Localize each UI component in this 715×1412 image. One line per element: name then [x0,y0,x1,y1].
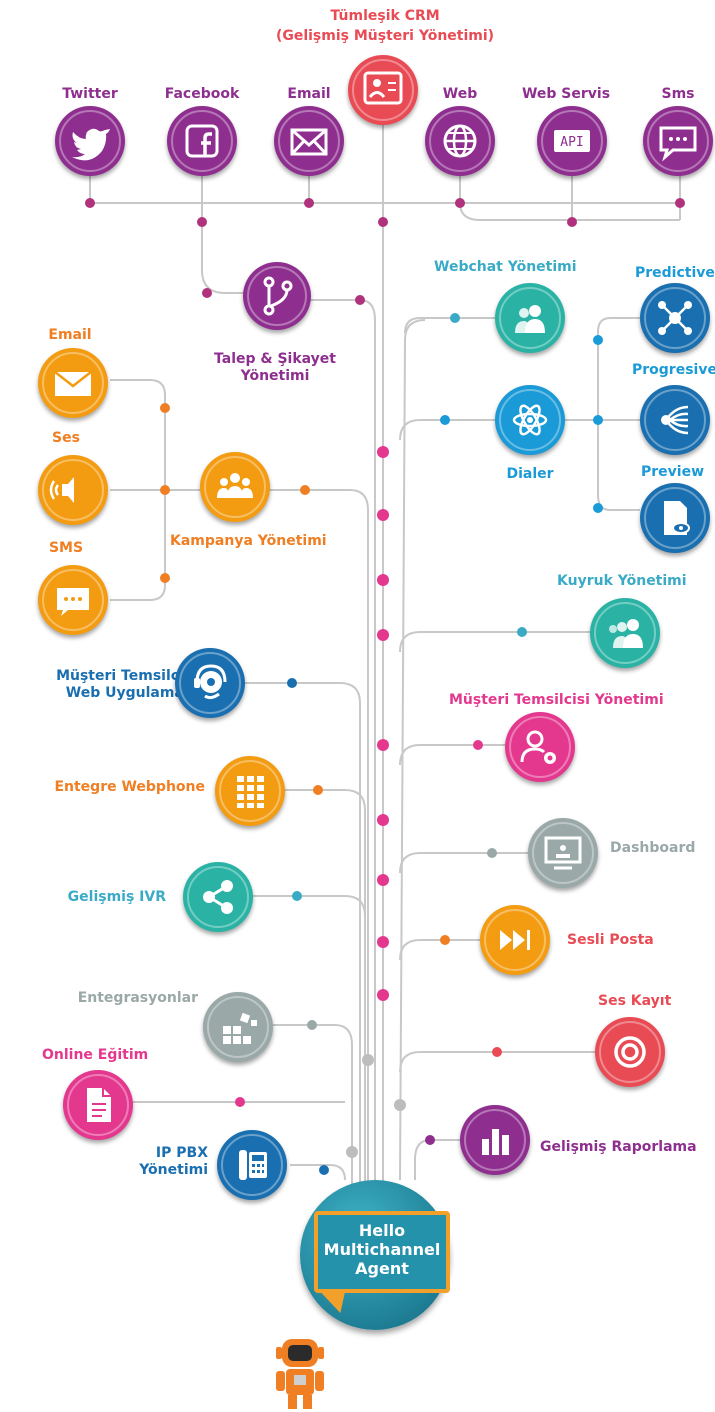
kampanya-sms-label: SMS [48,540,84,556]
entegrasyon-label: Entegrasyonlar [77,990,198,1006]
kuyruk-label: Kuyruk Yönetimi [557,573,687,589]
connector-dots [85,198,685,1175]
webchat-node[interactable] [495,283,565,353]
dialer-label: Dialer [506,466,554,482]
twitter-bird-icon [72,128,110,161]
kampanya-ses-node[interactable] [38,455,108,525]
puzzle-blocks-icon [223,1012,257,1044]
online-egitim-node[interactable] [63,1070,133,1140]
channel-facebook-node[interactable] [167,106,237,176]
fast-forward-icon [500,930,530,950]
webphone-label: Entegre Webphone [54,779,205,795]
channel-label-web: Web [442,86,478,102]
musteri-web-node[interactable] [175,648,245,718]
kampanya-ses-label: Ses [52,430,80,446]
hub-text: Hello Multichannel Agent [323,1221,441,1278]
speaker-icon [49,477,74,503]
globe-icon [443,124,477,158]
contacts-icon [363,71,403,105]
webchat-label: Webchat Yönetimi [434,259,577,275]
predictive-label: Predictive [635,265,715,281]
atom-icon [512,404,548,436]
channel-label-sms: Sms [661,86,695,102]
crm-node[interactable] [348,55,418,125]
online-egitim-label: Online Eğitim [42,1047,149,1063]
kuyruk-node[interactable] [590,598,660,668]
ivr-node[interactable] [183,862,253,932]
envelope-icon [54,371,92,396]
kampanya-email-node[interactable] [38,348,108,418]
ses-kayit-node[interactable] [595,1017,665,1087]
talep-label: Talep & Şikayet Yönetimi [214,351,336,384]
document-icon [87,1088,111,1122]
desk-phone-icon [239,1150,267,1180]
channel-sms-node[interactable] [643,106,713,176]
preview-node[interactable] [640,483,710,553]
predictive-node[interactable] [640,283,710,353]
keypad-icon [237,776,264,808]
users-icon [515,305,545,333]
people-group-icon [217,473,253,498]
talep-node[interactable] [243,262,311,330]
crm-title: Tümleşik CRM [330,8,440,24]
robot-agent-icon [276,1339,324,1409]
sesli-posta-node[interactable] [480,905,550,975]
monitor-dashboard-icon [544,836,582,870]
progresive-label: Progresive [632,362,715,378]
kampanya-sms-node[interactable] [38,565,108,635]
network-hub-icon [658,301,692,335]
channel-web-node[interactable] [425,106,495,176]
chat-bubble-icon [659,126,697,162]
chat-bubble-icon [57,588,89,616]
headset-agent-icon [194,664,227,700]
ip-pbx-label: IP PBX Yönetimi [139,1145,208,1178]
channel-label-facebook: Facebook [164,86,240,102]
raporlama-label: Gelişmiş Raporlama [540,1139,697,1155]
channel-web-servis-node[interactable]: API [537,106,607,176]
queue-users-icon [609,619,643,648]
flow-split-icon [661,405,689,435]
facebook-icon [185,124,219,158]
ses-kayit-label: Ses Kayıt [598,993,672,1009]
api-badge-text: API [560,135,583,150]
raporlama-node[interactable] [460,1105,530,1175]
musteri-yonetimi-label: Müşteri Temsilcisi Yönetimi [449,692,664,708]
document-preview-icon [664,501,690,535]
sesli-posta-label: Sesli Posta [567,932,654,948]
envelope-icon [290,128,328,156]
progresive-node[interactable] [640,385,710,455]
crm-subtitle: (Gelişmiş Müşteri Yönetimi) [275,28,495,44]
ivr-label: Gelişmiş IVR [67,889,166,905]
webphone-node[interactable] [215,756,285,826]
api-icon: API [554,130,590,152]
speech-bubble: Hello Multichannel Agent [314,1211,450,1293]
dashboard-node[interactable] [528,818,598,888]
channel-label-twitter: Twitter [62,86,118,102]
dialer-node[interactable] [495,385,565,455]
bar-chart-icon [482,1129,509,1155]
channel-email-node[interactable] [274,106,344,176]
ip-pbx-node[interactable] [217,1130,287,1200]
channel-label-email: Email [287,86,331,102]
record-icon [614,1036,646,1068]
kampanya-label: Kampanya Yönetimi [170,533,327,549]
channel-twitter-node[interactable] [55,106,125,176]
branch-icon [263,276,293,316]
preview-label: Preview [641,464,705,480]
kampanya-node[interactable] [200,452,270,522]
channel-label-web-servis: Web Servis [521,86,611,102]
share-icon [203,880,233,914]
entegrasyon-node[interactable] [203,992,273,1062]
kampanya-email-label: Email [48,327,92,343]
user-settings-icon [520,730,556,764]
dashboard-label: Dashboard [610,840,696,856]
musteri-yonetimi-node[interactable] [505,712,575,782]
